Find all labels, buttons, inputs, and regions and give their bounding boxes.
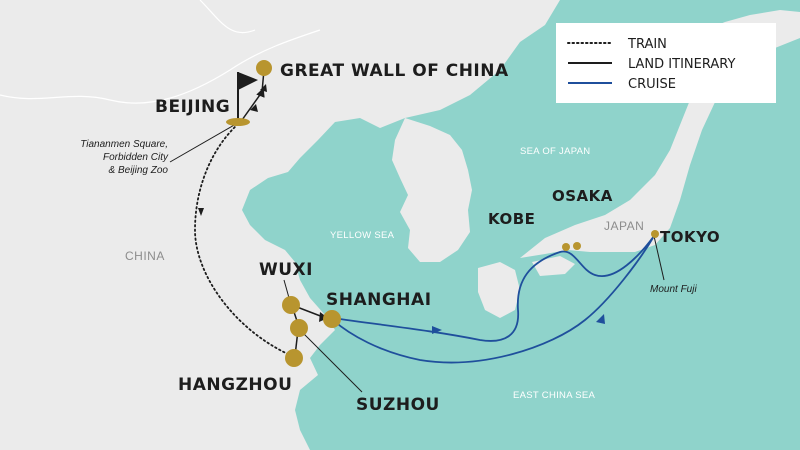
cruise-arrow-2 <box>596 314 605 324</box>
marker-great-wall <box>256 60 272 76</box>
legend-land-label: LAND ITINERARY <box>628 57 735 72</box>
label-china: CHINA <box>125 249 165 263</box>
marker-hangzhou <box>285 349 303 367</box>
land-arrow-2 <box>260 84 267 92</box>
korea-landmass <box>392 118 472 262</box>
kyushu-landmass <box>478 262 520 318</box>
label-tokyo: TOKYO <box>660 228 720 246</box>
train-route-arrow <box>198 208 204 216</box>
label-east-china-sea: EAST CHINA SEA <box>513 390 596 401</box>
marker-suzhou <box>290 319 308 337</box>
land-suzhou-label <box>302 332 363 393</box>
note-beijing-2: Forbidden City <box>103 152 169 163</box>
label-beijing: BEIJING <box>155 97 230 117</box>
legend-train-label: TRAIN <box>627 37 667 52</box>
label-osaka: OSAKA <box>552 187 613 205</box>
note-tokyo: Mount Fuji <box>650 284 697 295</box>
border-line <box>0 29 321 104</box>
label-hangzhou: HANGZHOU <box>178 375 292 395</box>
cruise-arrow-1 <box>432 326 442 334</box>
land-wuxi-shanghai <box>296 306 324 318</box>
land-beijing-note <box>169 123 237 163</box>
label-great-wall: GREAT WALL OF CHINA <box>280 61 509 81</box>
label-yellow-sea: YELLOW SEA <box>330 230 395 241</box>
marker-wuxi <box>282 296 300 314</box>
land-arrow-1 <box>250 104 258 112</box>
label-sea-of-japan: SEA OF JAPAN <box>520 146 590 157</box>
note-beijing-1: Tiananmen Square, <box>80 139 168 150</box>
border-line-2 <box>199 0 256 34</box>
marker-kobe <box>562 243 570 251</box>
honshu-landmass <box>520 62 726 258</box>
label-wuxi: WUXI <box>259 260 313 280</box>
marker-shanghai <box>323 310 341 328</box>
china-landmass <box>0 0 560 450</box>
land-beijing-greatwall <box>241 69 265 121</box>
land-tokyo-note <box>653 235 665 281</box>
marker-tokyo <box>651 230 659 238</box>
label-japan: JAPAN <box>604 219 644 233</box>
label-suzhou: SUZHOU <box>356 395 440 415</box>
legend-cruise-label: CRUISE <box>628 77 676 92</box>
label-shanghai: SHANGHAI <box>326 290 432 310</box>
label-kobe: KOBE <box>488 210 535 228</box>
marker-osaka <box>573 242 581 250</box>
legend: TRAIN LAND ITINERARY CRUISE <box>556 23 776 103</box>
marker-beijing <box>226 118 250 126</box>
train-route <box>194 123 291 356</box>
note-beijing-3: & Beijing Zoo <box>109 165 169 176</box>
shikoku-landmass <box>532 256 575 276</box>
cruise-route <box>332 235 655 364</box>
flag-icon <box>238 72 258 90</box>
